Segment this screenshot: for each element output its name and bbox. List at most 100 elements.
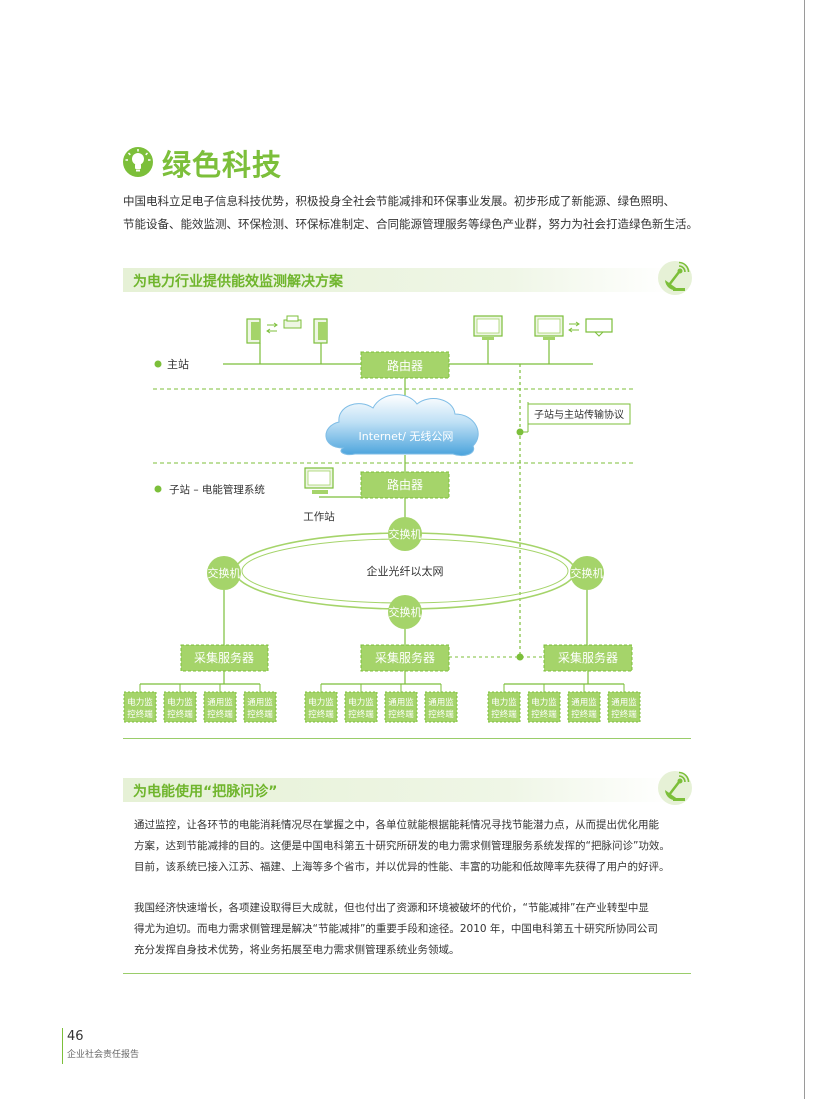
satellite-dish-icon <box>658 261 692 295</box>
switch-node-bottom <box>388 595 422 629</box>
paragraph-line: 通过监控，让各环节的电能消耗情况尽在掌握之中，各单位就能根据能耗情况寻找节能潜力… <box>134 819 659 831</box>
terminal-label: 控终端 <box>308 709 334 720</box>
intro-line: 中国电科立足电子信息科技优势，积极投身全社会节能减排和环保事业发展。初步形成了新… <box>123 194 675 208</box>
terminal-label: 通用监 <box>611 697 637 708</box>
terminal-label: 电力监 <box>348 697 374 708</box>
bullet-dot <box>154 485 162 493</box>
switch-node-right <box>570 556 604 590</box>
monitoring-terminal-node <box>243 691 277 723</box>
ring-label: 企业光纤以太网 <box>367 564 444 578</box>
server-label: 采集服务器 <box>194 650 254 665</box>
protocol-box <box>527 403 631 425</box>
terminal-label: 控终端 <box>207 709 233 720</box>
monitoring-terminal-node <box>567 691 601 723</box>
collection-server-node <box>180 644 269 672</box>
main-station-label: 主站 <box>167 357 189 371</box>
monitoring-terminal-node <box>384 691 418 723</box>
terminal-label: 通用监 <box>388 697 414 708</box>
section-heading: 为电能使用“把脉问诊” <box>133 784 278 800</box>
terminal-groups: 电力监控终端电力监控终端通用监控终端通用监控终端电力监控终端电力监控终端通用监控… <box>123 671 641 723</box>
terminal-label: 控终端 <box>167 709 193 720</box>
section-divider <box>123 973 691 974</box>
monitoring-terminal-node <box>607 691 641 723</box>
paragraph-line: 目前，该系统已接入江苏、福建、上海等多个省市，并以优异的性能、丰富的功能和低故障… <box>134 861 670 873</box>
page-edge-line <box>804 0 805 1099</box>
terminal-label: 控终端 <box>491 709 517 720</box>
paragraph: 我国经济快速增长，各项建设取得巨大成就，但也付出了资源和环境被破坏的代价，“节能… <box>134 898 694 961</box>
collection-server-node <box>543 644 633 672</box>
server-tower-icon <box>313 318 328 344</box>
switch-label: 交换机 <box>389 605 422 619</box>
lightbulb-icon <box>123 147 153 177</box>
terminal-label: 控终端 <box>571 709 597 720</box>
server-label: 采集服务器 <box>375 650 435 665</box>
footer-accent-bar <box>62 1028 63 1064</box>
terminal-label: 电力监 <box>127 697 153 708</box>
server-tower-icon <box>246 318 261 344</box>
terminal-label: 通用监 <box>428 697 454 708</box>
monitoring-terminal-node <box>123 691 157 723</box>
terminal-label: 控终端 <box>428 709 454 720</box>
bullet-dot <box>154 360 162 368</box>
paragraph-line: 充分发挥自身技术优势，将业务拓展至电力需求侧管理系统业务领域。 <box>134 944 460 956</box>
monitoring-terminal-node <box>527 691 561 723</box>
terminal-label: 控终端 <box>388 709 414 720</box>
page-number: 46 <box>67 1029 84 1044</box>
section-heading-bar: 为电力行业提供能效监测解决方案 <box>123 261 693 296</box>
terminal-label: 通用监 <box>207 697 233 708</box>
terminal-label: 控终端 <box>611 709 637 720</box>
monitoring-terminal-node <box>487 691 521 723</box>
exchange-arrows-icon <box>568 321 580 333</box>
switch-label: 交换机 <box>389 527 422 541</box>
page-title: 绿色科技 <box>162 148 283 182</box>
section-heading-bar: 为电能使用“把脉问诊” <box>123 771 693 806</box>
internet-cloud <box>325 394 479 457</box>
intro-line: 节能设备、能效监测、环保检测、环保标准制定、合同能源管理服务等绿色产业群，努力为… <box>123 217 698 231</box>
monitoring-terminal-node <box>344 691 378 723</box>
router-label: 路由器 <box>387 358 423 373</box>
intro-text: 中国电科立足电子信息科技优势，积极投身全社会节能减排和环保事业发展。初步形成了新… <box>123 190 703 236</box>
cloud-label: Internet/ 无线公网 <box>359 429 454 443</box>
satellite-dish-icon <box>658 771 692 805</box>
terminal-label: 控终端 <box>247 709 273 720</box>
printer-icon <box>283 315 302 329</box>
monitoring-terminal-node <box>424 691 458 723</box>
terminal-label: 电力监 <box>167 697 193 708</box>
server-label: 采集服务器 <box>558 650 618 665</box>
workstation-monitor-icon <box>304 467 334 494</box>
monitoring-terminal-node <box>203 691 237 723</box>
terminal-label: 控终端 <box>127 709 153 720</box>
body-text: 通过监控，让各环节的电能消耗情况尽在掌握之中，各单位就能根据能耗情况寻找节能潜力… <box>134 815 694 981</box>
terminal-label: 控终端 <box>531 709 557 720</box>
switch-label: 交换机 <box>208 566 241 580</box>
report-name: 企业社会责任报告 <box>67 1050 140 1060</box>
switch-node-left <box>207 556 241 590</box>
terminal-label: 通用监 <box>247 697 273 708</box>
router-label: 路由器 <box>387 477 423 492</box>
monitoring-terminal-node <box>304 691 338 723</box>
section-divider <box>123 738 691 739</box>
terminal-label: 电力监 <box>531 697 557 708</box>
workstation-label: 工作站 <box>303 510 335 523</box>
exchange-arrows-icon <box>266 322 278 334</box>
monitoring-terminal-node <box>163 691 197 723</box>
protocol-label: 子站与主站传输协议 <box>534 408 624 421</box>
terminal-label: 控终端 <box>348 709 374 720</box>
router-node-top <box>360 351 450 379</box>
terminal-label: 通用监 <box>571 697 597 708</box>
terminal-label: 电力监 <box>491 697 517 708</box>
paragraph-line: 方案，达到节能减排的目的。这便是中国电科第五十研究所研发的电力需求侧管理服务系统… <box>134 840 670 852</box>
monitor-icon <box>534 315 564 340</box>
router-node-bottom <box>360 471 450 499</box>
terminal-label: 电力监 <box>308 697 334 708</box>
paragraph-line: 得尤为迫切。而电力需求侧管理是解决“节能减排”的重要手段和途径。2010 年，中… <box>134 923 658 935</box>
monitor-icon <box>473 315 503 340</box>
sub-station-label: 子站 – 电能管理系统 <box>169 483 265 496</box>
switch-label: 交换机 <box>571 566 604 580</box>
network-diagram: 主站 路由器 Internet/ 无线公网 子站与主站传输协议 子站 – 电能管… <box>123 315 641 723</box>
paragraph: 通过监控，让各环节的电能消耗情况尽在掌握之中，各单位就能根据能耗情况寻找节能潜力… <box>134 815 694 878</box>
section-heading: 为电力行业提供能效监测解决方案 <box>133 274 343 290</box>
display-icon <box>585 318 613 337</box>
switch-node-top <box>388 517 422 551</box>
paragraph-line: 我国经济快速增长，各项建设取得巨大成就，但也付出了资源和环境被破坏的代价，“节能… <box>134 902 649 914</box>
